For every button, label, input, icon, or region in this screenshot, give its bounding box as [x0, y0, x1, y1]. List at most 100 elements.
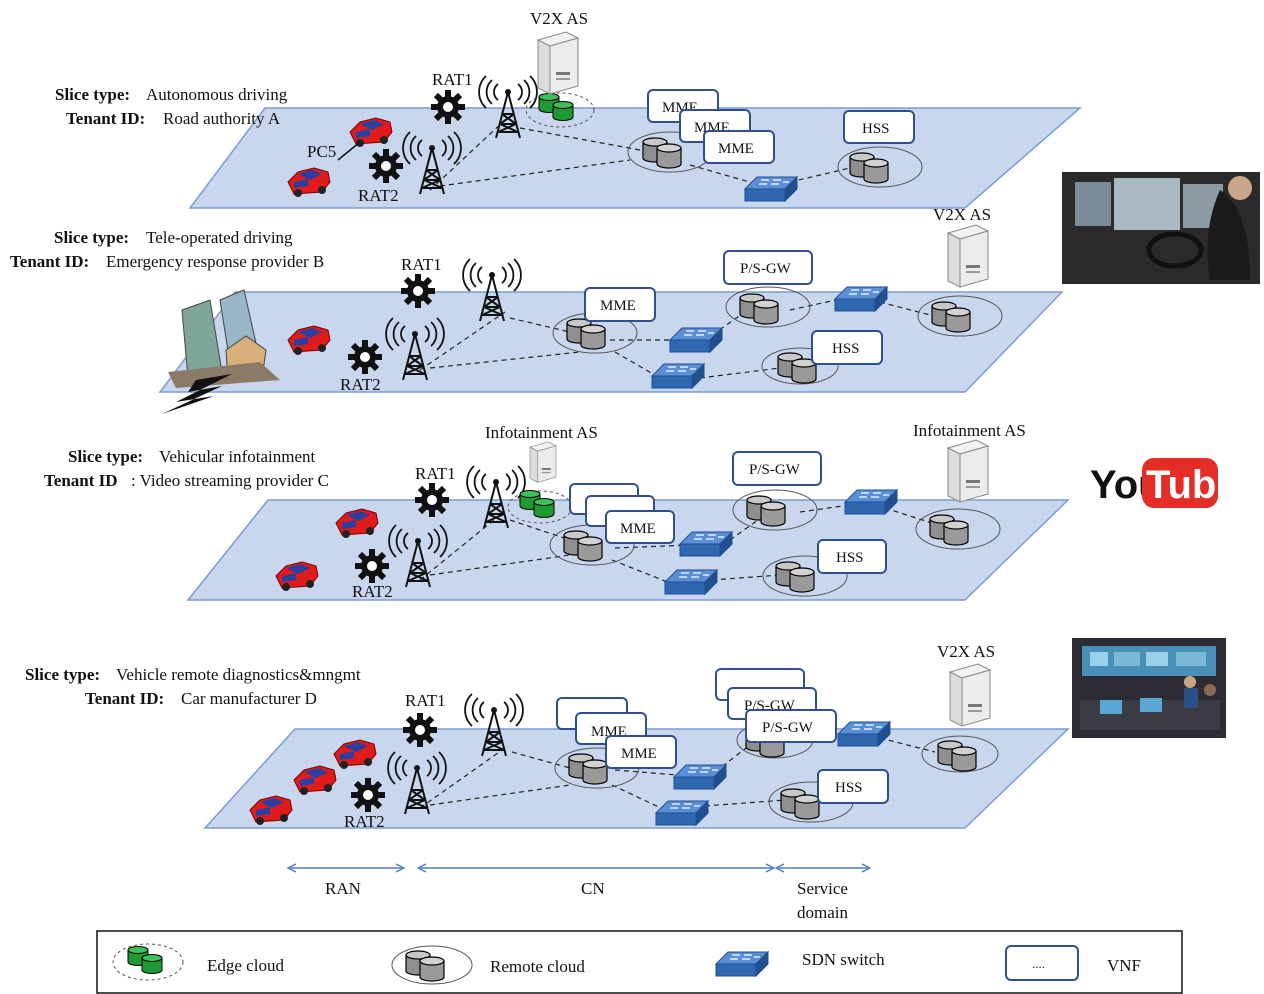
slice-plane [158, 291, 1064, 393]
svg-text:MME: MME [600, 298, 636, 314]
sdn-switch-icon [679, 531, 733, 557]
rat1-gear-icon [401, 274, 435, 308]
edge-cloud-boundary [525, 92, 595, 128]
slice-tele-operated-driving: Slice type: Tele-operated driving Tenant… [10, 205, 1064, 414]
remote-cloud-boundary [917, 295, 1003, 337]
sdn-switch-icon [837, 721, 891, 747]
tenant-id-label: Tenant ID [44, 471, 118, 490]
rat2-label: RAT2 [344, 812, 385, 831]
vnf-box: P/S-GW [732, 451, 822, 486]
slice-type-label: Slice type: [55, 85, 130, 104]
infotainment-as-label: Infotainment AS [913, 421, 1026, 440]
disaster-illustration [162, 289, 280, 414]
driving-simulator-photo [1062, 172, 1260, 284]
service-domain-label-line2: domain [797, 903, 848, 922]
sdn-switch-icon [664, 569, 718, 595]
legend-remote-cloud: Remote cloud [490, 957, 585, 976]
slice-links [419, 296, 931, 379]
slice-remote-diagnostics: Slice type: Vehicle remote diagnostics&m… [25, 642, 1070, 831]
edge-infotainment-as-label: Infotainment AS [485, 423, 598, 442]
tenant-id-value: : Video streaming provider C [131, 471, 329, 490]
svg-text:Tube: Tube [1146, 463, 1239, 507]
rat2-gear-icon [355, 549, 389, 583]
tenant-id-label: Tenant ID: [10, 252, 89, 271]
remote-cloud-boundary [837, 146, 923, 188]
vnf-box: MME [703, 130, 775, 164]
infotainment-server-icon [529, 441, 557, 483]
rat1-gear-icon [431, 90, 465, 124]
rat1-label: RAT1 [405, 691, 446, 710]
service-domain-label-line1: Service [797, 879, 848, 898]
vnf-box: MME [605, 510, 675, 544]
pc5-arrow [337, 141, 361, 161]
sdn-switch-icon [655, 800, 709, 826]
sdn-switch-icon [669, 327, 723, 353]
rat1-label: RAT1 [415, 464, 456, 483]
slice-type-label: Slice type: [68, 447, 143, 466]
rat2-gear-icon [348, 340, 382, 374]
vnf-box: HSS [811, 330, 883, 365]
tenant-id-value: Road authority A [163, 109, 281, 128]
domain-arrows [286, 863, 872, 873]
vnf-box: P/S-GW [723, 250, 813, 285]
rat2-label: RAT2 [340, 375, 381, 394]
control-room-photo [1072, 638, 1226, 738]
v2x-as-label: V2X AS [937, 642, 995, 661]
svg-text:P/S-GW: P/S-GW [762, 720, 814, 736]
v2x-server-icon [537, 31, 579, 95]
sdn-switch-icon [651, 363, 705, 389]
tenant-id-label: Tenant ID: [85, 689, 164, 708]
legend-vnf-placeholder: .... [1032, 956, 1045, 971]
tenant-id-label: Tenant ID: [66, 109, 145, 128]
v2x-as-label: V2X AS [530, 9, 588, 28]
remote-cloud-boundary [921, 735, 999, 773]
tenant-id-value: Emergency response provider B [106, 252, 324, 271]
infotainment-server-icon [947, 439, 989, 503]
remote-cloud-boundary [761, 347, 839, 385]
vnf-box: HSS [843, 110, 915, 144]
svg-text:P/S-GW: P/S-GW [740, 261, 792, 277]
legend-vnf: VNF [1107, 956, 1141, 975]
svg-text:HSS: HSS [835, 780, 863, 796]
rat2-label: RAT2 [352, 582, 393, 601]
slice-type-value: Vehicle remote diagnostics&mngmt [116, 665, 361, 684]
remote-cloud-boundary [762, 555, 848, 597]
svg-text:HSS: HSS [836, 550, 864, 566]
sdn-switch-icon [844, 489, 898, 515]
cn-label: CN [581, 879, 605, 898]
v2x-as-label: V2X AS [933, 205, 991, 224]
remote-cloud-boundary [915, 508, 1001, 550]
slice-vehicular-infotainment: Slice type: Vehicular infotainment Tenan… [44, 421, 1070, 601]
sdn-switch-icon [673, 764, 727, 790]
slice-links [419, 504, 936, 584]
v2x-server-icon [949, 663, 991, 727]
slice-links [429, 119, 851, 191]
rat2-gear-icon [369, 149, 403, 183]
rat1-gear-icon [415, 483, 449, 517]
remote-cloud-boundary [732, 489, 818, 531]
slice-type-label: Slice type: [54, 228, 129, 247]
slice-type-label: Slice type: [25, 665, 100, 684]
v2x-server-icon [947, 224, 989, 288]
vnf-box: MME [605, 735, 677, 769]
slice-plane [186, 499, 1070, 601]
svg-text:MME: MME [621, 746, 657, 762]
slice-type-value: Tele-operated driving [146, 228, 293, 247]
svg-text:HSS: HSS [832, 341, 860, 357]
slice-autonomous-driving: Slice type: Autonomous driving Tenant ID… [55, 9, 1083, 209]
slice-links [419, 734, 936, 811]
slice-type-value: Autonomous driving [146, 85, 288, 104]
legend-edge-cloud: Edge cloud [207, 956, 284, 975]
rat1-label: RAT1 [401, 255, 442, 274]
sdn-switch-icon [834, 286, 888, 312]
rat2-gear-icon [351, 778, 385, 812]
vnf-legend-box [1005, 945, 1079, 981]
pc5-label: PC5 [307, 142, 336, 161]
remote-cloud-boundary [725, 286, 811, 328]
legend: Edge cloud Remote cloud SDN switch .... … [96, 930, 1183, 994]
svg-text:HSS: HSS [862, 121, 890, 137]
vnf-box: P/S-GW [745, 709, 837, 743]
rat2-label: RAT2 [358, 186, 399, 205]
ran-label: RAN [325, 879, 361, 898]
rat1-label: RAT1 [432, 70, 473, 89]
